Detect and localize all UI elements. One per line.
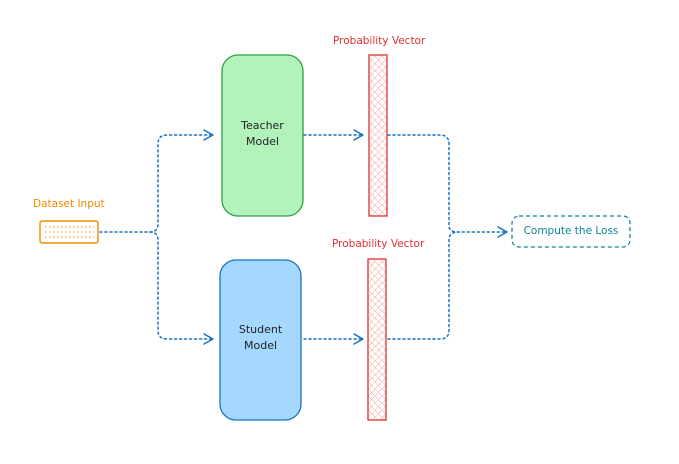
student-label-line1: Student <box>238 323 283 336</box>
student-label-line2: Model <box>243 339 278 352</box>
dataset-input-icon <box>39 220 99 244</box>
teacher-model-label: Teacher Model <box>222 118 303 150</box>
arrow-dataset-student <box>149 231 213 340</box>
dataset-input-label: Dataset Input <box>33 198 105 210</box>
probability-vector-bottom <box>367 258 387 421</box>
arrowhead-loss <box>497 226 508 238</box>
probability-vector-bottom-label: Probability Vector <box>332 238 425 250</box>
student-model-box <box>219 259 302 421</box>
arrow-prob-bottom-loss <box>387 231 459 340</box>
compute-loss-box <box>511 215 631 248</box>
arrowhead-prob-top <box>353 129 364 141</box>
arrowhead-student <box>203 333 214 345</box>
compute-loss-label: Compute the Loss <box>523 225 619 237</box>
arrow-dataset-split <box>99 134 213 233</box>
arrowhead-prob-bottom <box>353 333 364 345</box>
teacher-label-line2: Model <box>245 135 280 148</box>
arrow-prob-top-loss <box>387 134 506 233</box>
teacher-model-box <box>221 54 304 217</box>
probability-vector-top <box>368 54 388 217</box>
teacher-label-line1: Teacher <box>241 119 284 132</box>
student-model-label: Student Model <box>220 322 301 354</box>
probability-vector-top-label: Probability Vector <box>333 35 426 47</box>
arrowhead-teacher <box>203 129 214 141</box>
